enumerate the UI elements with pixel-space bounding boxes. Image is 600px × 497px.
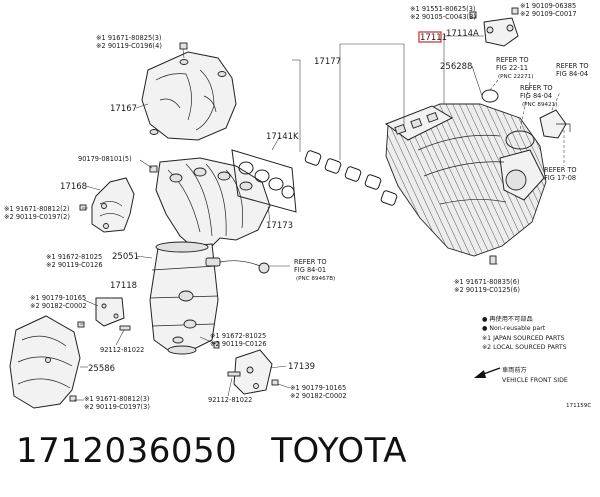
label-s290119-c0197-3: ※2 90119-C0197(3) bbox=[84, 403, 150, 411]
label-17111: 17111 bbox=[420, 33, 447, 43]
label-s191671-80812-2: ※1 91671-80812(2) bbox=[4, 205, 70, 213]
label-ref-a-2: FIG 22-11 bbox=[496, 64, 528, 72]
label-ref-b-1: REFER TO bbox=[556, 62, 589, 70]
label-ref-c-2: FIG 84-04 bbox=[520, 92, 552, 100]
label-ref-e-1: REFER TO bbox=[294, 258, 327, 266]
manifold-gasket bbox=[231, 149, 297, 213]
label-s190179-10165-a: ※1 90179-10165 bbox=[30, 294, 86, 302]
label-ref-a-1: REFER TO bbox=[496, 56, 529, 64]
label-25586: 25586 bbox=[88, 364, 115, 374]
parts-diagram: ※1 91671-80825(3) ※2 90119-C0196(4) 1716… bbox=[4, 2, 591, 411]
legend: ● 再使用不可部品 ● Non-reusable part ※1 JAPAN S… bbox=[474, 315, 591, 409]
label-256288: 256288 bbox=[440, 62, 472, 72]
exhaust-manifold bbox=[155, 157, 271, 251]
label-17168: 17168 bbox=[60, 182, 87, 192]
part-labels: ※1 91671-80825(3) ※2 90119-C0196(4) 1716… bbox=[4, 2, 589, 411]
label-17167: 17167 bbox=[110, 104, 137, 114]
label-s191672-81025-b: ※1 91672-81025 bbox=[210, 332, 266, 340]
vsv-bracket bbox=[469, 7, 519, 47]
label-17141k: 17141K bbox=[266, 132, 299, 142]
label-ref-d-2: FIG 17-08 bbox=[544, 174, 576, 182]
label-ref-b-2: FIG 84-04 bbox=[556, 70, 588, 78]
label-ref-a-3: (PNC 22271) bbox=[498, 74, 533, 80]
catalytic-converter bbox=[149, 241, 219, 355]
intake-gaskets bbox=[304, 150, 398, 206]
label-17139: 17139 bbox=[288, 362, 315, 372]
leader-lines bbox=[74, 35, 565, 401]
legend-non-reusable-jp: ● 再使用不可部品 bbox=[482, 315, 533, 323]
label-17173: 17173 bbox=[266, 221, 293, 231]
label-25051: 25051 bbox=[112, 252, 139, 262]
label-s191672-81025-a: ※1 91672-81025 bbox=[46, 253, 102, 261]
vehicle-front-arrow-icon bbox=[474, 367, 501, 378]
o-ring-large bbox=[505, 130, 535, 150]
heat-shield-side bbox=[91, 177, 135, 233]
label-17114a: 17114A bbox=[446, 29, 479, 39]
label-s290109-c0017: ※2 90109-C0017 bbox=[520, 10, 577, 18]
label-s191671-80825: ※1 91671-80825(3) bbox=[96, 34, 162, 42]
map-sensor bbox=[539, 109, 571, 139]
label-ref-e-2: FIG 84-01 bbox=[294, 266, 326, 274]
label-s191671-80812-3: ※1 91671-80812(3) bbox=[84, 395, 150, 403]
label-92112-81022-b: 92112-81022 bbox=[208, 396, 252, 404]
label-s290105-c0043: ※2 90105-C0043(3) bbox=[410, 13, 476, 21]
label-s290119-c0126-b: ※2 90119-C0126 bbox=[210, 340, 267, 348]
legend-front-jp: 車両前方 bbox=[502, 366, 527, 374]
legend-japan-sourced: ※1 JAPAN SOURCED PARTS bbox=[482, 335, 565, 342]
exhaust-stay bbox=[95, 297, 125, 327]
label-s290119-c0196: ※2 90119-C0196(4) bbox=[96, 42, 162, 50]
label-s191671-80835: ※1 91671-80835(6) bbox=[454, 278, 520, 286]
label-90179-08101: 90179-08101(5) bbox=[78, 155, 132, 163]
label-s290119-c0197-2: ※2 90119-C0197(2) bbox=[4, 213, 70, 221]
heat-shield-lower bbox=[9, 315, 81, 409]
part-number-caption: 1712036050 TOYOTA bbox=[16, 431, 407, 471]
label-s190109-06385: ※1 90109-06385 bbox=[520, 2, 576, 10]
oxygen-sensor bbox=[205, 257, 270, 274]
label-ref-d-1: REFER TO bbox=[544, 166, 577, 174]
label-s290182-c0002-a: ※2 90182-C0002 bbox=[30, 302, 87, 310]
label-ref-e-3: (PNC 89467B) bbox=[296, 276, 335, 282]
o-ring-small bbox=[481, 89, 499, 103]
label-ref-c-3: (PNC 89421) bbox=[522, 102, 557, 108]
intake-manifold bbox=[384, 103, 547, 257]
label-s191551-80625: ※1 91551-80625(3) bbox=[410, 5, 476, 13]
legend-front-en: VEHICLE FRONT SIDE bbox=[502, 377, 568, 384]
legend-non-reusable-en: ● Non-reusable part bbox=[482, 325, 546, 332]
legend-local-sourced: ※2 LOCAL SOURCED PARTS bbox=[482, 344, 567, 351]
figure-code: 171159C bbox=[566, 403, 591, 409]
label-s290119-c0126-a: ※2 90119-C0126 bbox=[46, 261, 103, 269]
bolt-top-insulator bbox=[179, 42, 188, 59]
label-s290182-c0002-b: ※2 90182-C0002 bbox=[290, 392, 347, 400]
label-17177: 17177 bbox=[314, 57, 341, 67]
label-s290119-c0125: ※2 90119-C0125(6) bbox=[454, 286, 520, 294]
label-s190179-10165-b: ※1 90179-10165 bbox=[290, 384, 346, 392]
label-92112-81022-a: 92112-81022 bbox=[100, 346, 144, 354]
manifold-stay bbox=[233, 349, 273, 395]
heat-insulator-upper bbox=[141, 51, 237, 141]
label-ref-c-1: REFER TO bbox=[520, 84, 553, 92]
label-17118: 17118 bbox=[110, 281, 137, 291]
highlight-box bbox=[418, 31, 442, 43]
